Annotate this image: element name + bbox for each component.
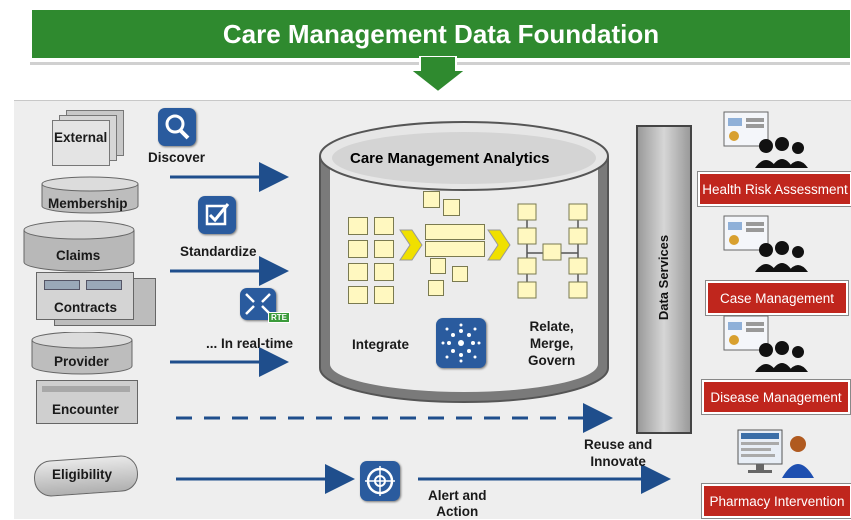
data-services-text: Data Services [656,234,672,321]
alert-label: Alert and Action [428,488,487,520]
star-burst-icon [441,323,481,363]
membership-cylinder [41,176,139,214]
data-box [430,258,446,274]
data-services-bar [636,125,692,434]
disease-management-label: Disease Management [710,389,842,405]
data-box [374,217,394,235]
analytics-title: Care Management Analytics [350,150,550,167]
relate-line-2: Merge, [529,336,574,351]
membership-label: Membership [48,196,128,211]
page-title: Care Management Data Foundation [32,10,850,58]
pharmacy-intervention-button[interactable]: Pharmacy Intervention [701,483,851,519]
provider-cylinder [31,332,133,375]
data-box [374,286,394,304]
case-management-button[interactable]: Case Management [705,280,849,316]
reuse-line-2: Innovate [590,454,646,469]
disease-management-button[interactable]: Disease Management [701,379,851,415]
claims-cylinder [23,220,135,272]
integrate-label: Integrate [352,337,410,352]
provider-label: Provider [54,354,109,369]
people-dashboard-icon [723,215,808,272]
external-source: External [52,110,124,166]
data-box [428,280,444,296]
claims-label: Claims [56,248,101,263]
contracts-label: Contracts [54,300,118,315]
relate-label: Relate, Merge, Govern [528,318,575,369]
reuse-line-1: Reuse and [584,437,653,452]
data-box [374,263,394,281]
discover-icon-tile [158,108,196,146]
external-label: External [54,130,108,145]
integrate-icon-tile [436,318,486,368]
pharmacy-intervention-label: Pharmacy Intervention [709,493,845,509]
people-dashboard-icon [723,111,808,168]
merged-record [425,241,485,257]
chevron-right-icon [399,229,423,261]
encounter-source: Encounter [36,380,140,424]
data-services-label: Data Services [636,125,692,430]
checkbox-edit-icon [205,203,230,226]
data-box [452,266,468,282]
merged-record [425,224,485,240]
data-box [348,217,368,235]
down-arrow-icon [408,56,468,94]
search-icon [165,114,190,140]
chevron-right-icon [487,229,511,261]
eligibility-label: Eligibility [52,467,113,482]
health-risk-label: Health Risk Assessment [702,181,848,197]
alert-icon-tile [360,461,400,501]
person-computer-icon [737,429,814,478]
case-management-label: Case Management [719,290,835,306]
standardize-icon-tile [198,196,236,234]
data-box [443,199,460,216]
people-dashboard-icon [723,315,808,372]
rte-badge: RTE [268,312,290,323]
reuse-label: Reuse and Innovate [584,436,652,470]
data-box [348,240,368,258]
encounter-label: Encounter [52,402,119,417]
health-risk-button[interactable]: Health Risk Assessment [697,171,851,207]
contracts-source: Contracts [36,272,156,326]
relate-line-1: Relate, [529,319,574,334]
standardize-label: Standardize [180,244,257,259]
data-box [348,263,368,281]
relate-line-3: Govern [528,353,576,368]
data-box [348,286,368,304]
relationship-graph [517,203,588,299]
title-text: Care Management Data Foundation [222,18,660,49]
alert-line-2: Action [436,504,479,519]
data-box [374,240,394,258]
discover-label: Discover [148,150,206,165]
globe-target-icon [365,466,395,496]
data-box [423,191,440,208]
alert-line-1: Alert and [428,488,487,503]
